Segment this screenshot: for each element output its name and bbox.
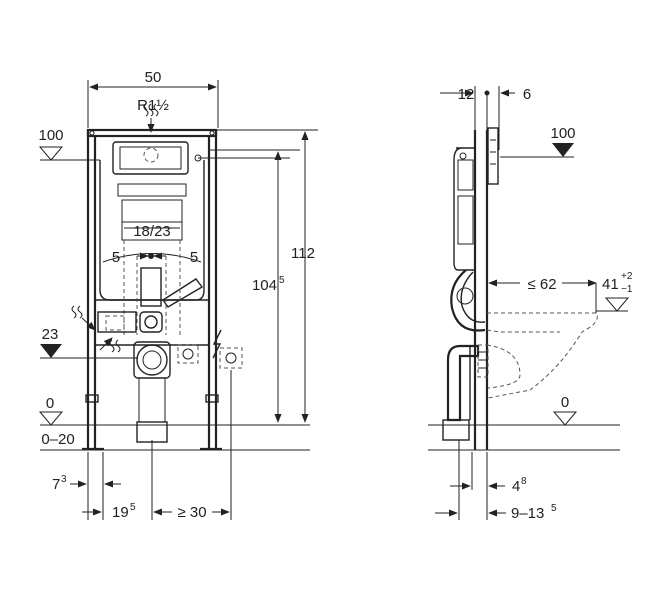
width-dimension: 50 R1½ [87, 69, 219, 128]
seat-tol-plus: +2 [621, 271, 633, 282]
dim-c-label: ≥ 30 [177, 504, 206, 521]
projection-label: ≤ 62 [527, 276, 556, 293]
floor-level-label: 0 [46, 395, 54, 412]
depth-back-label: 6 [523, 86, 531, 103]
dim-d-sup: 8 [521, 476, 527, 487]
cistern [99, 141, 290, 333]
drain-pipe [133, 341, 171, 443]
side-level-marker-100: 100 [500, 125, 576, 158]
bottom-dimensions: 7 3 19 5 ≥ 30 [52, 370, 232, 521]
left-offset-label: 5 [112, 249, 120, 266]
side-level-100-label: 100 [550, 125, 575, 142]
dim-b-label: 19 [112, 504, 129, 521]
supply-level-23: 23 [40, 305, 138, 359]
side-view: 12 6 100 [428, 86, 633, 522]
thread-label: R1½ [137, 97, 169, 114]
dim-a-label: 7 [52, 476, 60, 493]
depth-front-label: 12 [458, 86, 475, 103]
floor-range-label: 0–20 [41, 431, 74, 448]
outlet-spacing-label: 18/23 [133, 223, 171, 240]
side-floor-label: 0 [561, 394, 569, 411]
side-frame [442, 127, 499, 450]
inner-height-label: 104 [252, 277, 277, 294]
right-offset-label: 5 [190, 249, 198, 266]
electrical-outlets [177, 329, 243, 369]
wall-hung-toilet [486, 312, 598, 399]
water-supply-icon [143, 103, 159, 133]
dim-e-sup: 5 [551, 503, 557, 514]
inner-height-sup: 5 [279, 275, 285, 286]
front-view: 50 R1½ 100 [38, 69, 318, 521]
seat-tol-minus: −1 [621, 284, 633, 295]
installation-frame [82, 128, 222, 451]
projection-dimension: ≤ 62 41 +2 −1 [488, 271, 633, 313]
total-height-label: 112 [291, 245, 315, 262]
height-dimensions: 104 5 112 [210, 129, 318, 423]
level-marker-100: 100 [38, 127, 100, 161]
dim-d-label: 4 [512, 478, 520, 495]
outlet-spacing-dimension: 18/23 5 5 [112, 221, 198, 335]
dim-e-label: 9–13 [511, 505, 544, 522]
dim-b-sup: 5 [130, 502, 136, 513]
side-bottom-dimensions: 4 8 9–13 5 [435, 440, 557, 522]
width-label: 50 [145, 69, 162, 86]
dim-a-sup: 3 [61, 474, 67, 485]
supply-height-label: 23 [42, 326, 59, 343]
seat-height-label: 41 [602, 276, 619, 293]
floor-level-front: 0 0–20 [38, 395, 310, 451]
level-100-label: 100 [38, 127, 63, 144]
floor-level-side: 0 [428, 394, 620, 451]
